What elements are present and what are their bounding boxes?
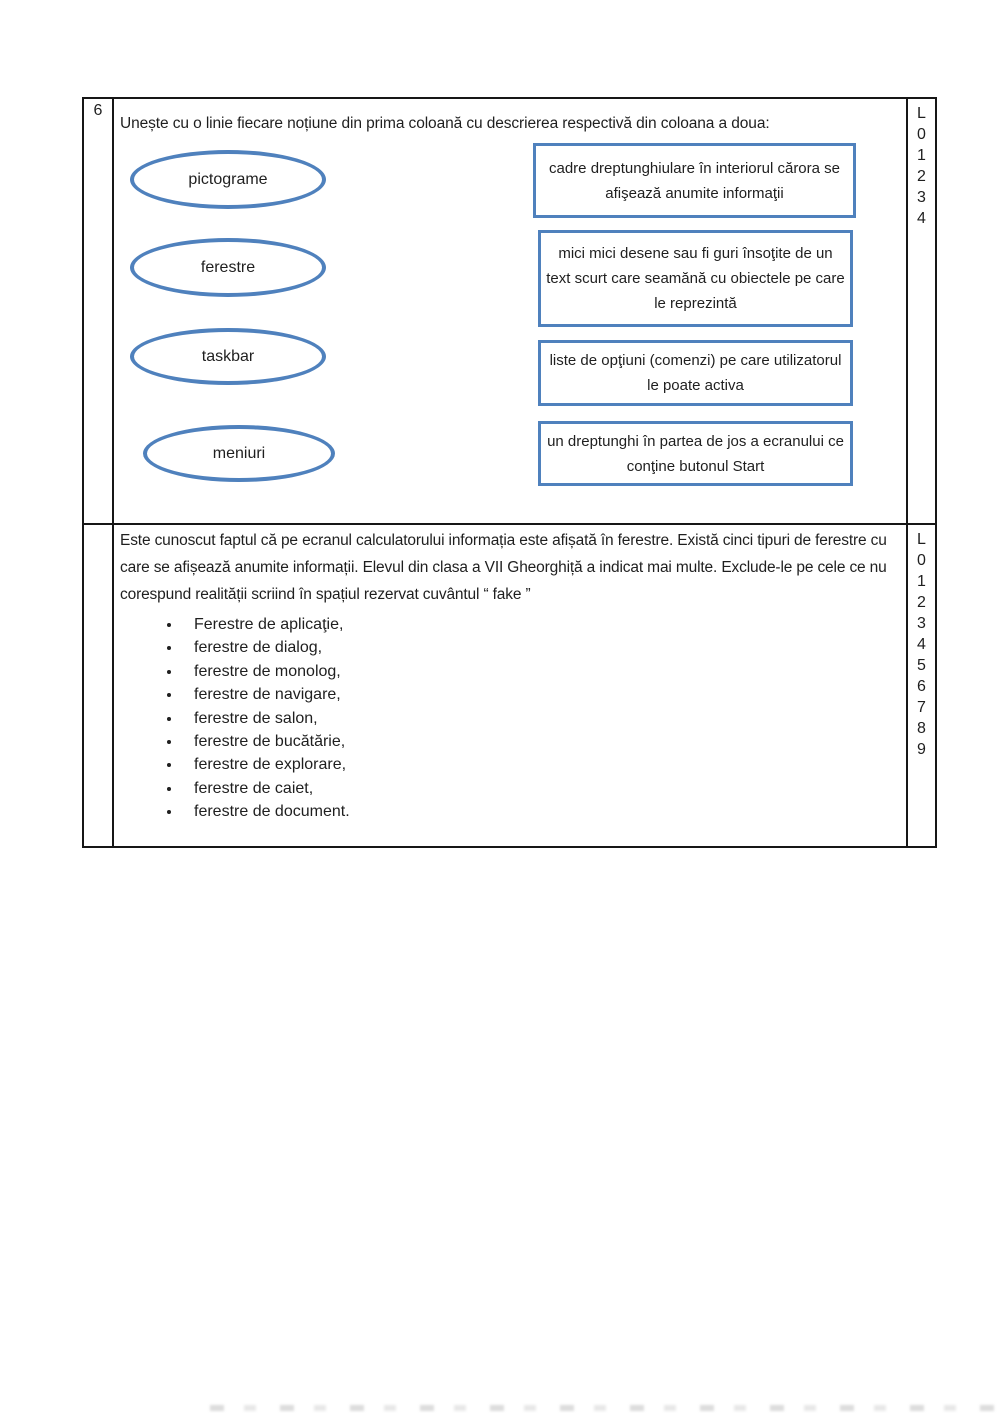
list-item: ferestre de document. bbox=[182, 800, 350, 823]
matching-exercise-area: Unește cu o linie fiecare noțiune din pr… bbox=[114, 99, 906, 523]
score-value: L bbox=[917, 531, 926, 548]
description-text: liste de opţiuni (comenzi) pe care utili… bbox=[549, 352, 842, 394]
exercise-table: 6 Unește cu o linie fiecare noțiune din … bbox=[82, 97, 937, 848]
score-column-exercise-6: L 0 1 2 3 4 bbox=[906, 99, 935, 523]
description-box-2[interactable]: mici mici desene sau fi guri însoţite de… bbox=[538, 230, 853, 327]
description-box-1[interactable]: cadre dreptunghiulare în interiorul căro… bbox=[533, 143, 856, 218]
term-label: pictograme bbox=[188, 170, 268, 188]
exercise-6-row: 6 Unește cu o linie fiecare noțiune din … bbox=[84, 99, 935, 525]
term-oval-taskbar[interactable]: taskbar bbox=[130, 328, 326, 385]
score-value: 0 bbox=[917, 552, 926, 569]
score-value: 3 bbox=[917, 615, 926, 632]
score-value: L bbox=[917, 105, 926, 122]
exercise-6-number: 6 bbox=[84, 99, 114, 523]
description-text: un dreptunghi în partea de jos a ecranul… bbox=[547, 432, 844, 475]
score-value: 4 bbox=[917, 210, 926, 227]
score-value: 0 bbox=[917, 126, 926, 143]
list-item: ferestre de bucătărie, bbox=[182, 730, 350, 753]
term-oval-meniuri[interactable]: meniuri bbox=[143, 425, 335, 482]
score-value: 2 bbox=[917, 168, 926, 185]
description-box-4[interactable]: un dreptunghi în partea de jos a ecranul… bbox=[538, 421, 853, 486]
score-value: 2 bbox=[917, 594, 926, 611]
term-label: meniuri bbox=[212, 444, 266, 462]
score-value: 7 bbox=[917, 699, 926, 716]
list-item: ferestre de dialog, bbox=[182, 636, 350, 659]
list-item: ferestre de caiet, bbox=[182, 777, 350, 800]
term-label: ferestre bbox=[200, 258, 256, 276]
fake-windows-exercise-area: Este cunoscut faptul că pe ecranul calcu… bbox=[114, 525, 906, 846]
score-value: 3 bbox=[917, 189, 926, 206]
exercise-6-instruction: Unește cu o linie fiecare noțiune din pr… bbox=[120, 115, 770, 132]
scan-artifact bbox=[210, 1405, 1000, 1411]
score-value: 5 bbox=[917, 657, 926, 674]
exercise-7-paragraph: Este cunoscut faptul că pe ecranul calcu… bbox=[120, 532, 887, 603]
score-column-exercise-7: L 0 1 2 3 4 5 6 7 8 9 bbox=[906, 525, 935, 846]
list-item: ferestre de explorare, bbox=[182, 753, 350, 776]
term-oval-pictograme[interactable]: pictograme bbox=[130, 150, 326, 209]
description-text: mici mici desene sau fi guri însoţite de… bbox=[546, 245, 845, 312]
score-value: 9 bbox=[917, 741, 926, 758]
list-item: ferestre de navigare, bbox=[182, 683, 350, 706]
term-label: taskbar bbox=[201, 347, 255, 365]
window-types-list: Ferestre de aplicaţie, ferestre de dialo… bbox=[154, 613, 350, 824]
list-item: ferestre de salon, bbox=[182, 707, 350, 730]
score-value: 8 bbox=[917, 720, 926, 737]
exercise-7-number-cell bbox=[84, 525, 114, 846]
list-item: ferestre de monolog, bbox=[182, 660, 350, 683]
score-value: 6 bbox=[917, 678, 926, 695]
score-value: 1 bbox=[917, 147, 926, 164]
score-value: 1 bbox=[917, 573, 926, 590]
exercise-7-row: Este cunoscut faptul că pe ecranul calcu… bbox=[84, 525, 935, 846]
term-oval-ferestre[interactable]: ferestre bbox=[130, 238, 326, 297]
list-item: Ferestre de aplicaţie, bbox=[182, 613, 350, 636]
score-value: 4 bbox=[917, 636, 926, 653]
description-text: cadre dreptunghiulare în interiorul căro… bbox=[549, 159, 840, 202]
description-box-3[interactable]: liste de opţiuni (comenzi) pe care utili… bbox=[538, 340, 853, 406]
